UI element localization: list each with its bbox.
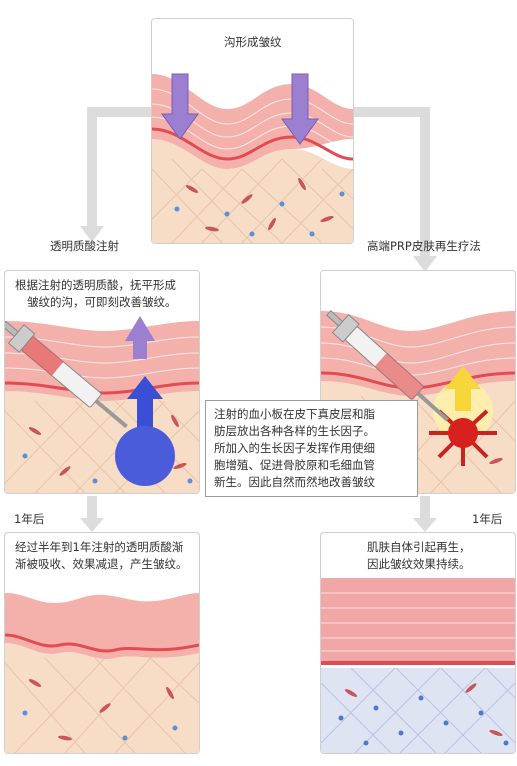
prp-explanation-box: 注射的血小板在皮下真皮层和脂 肪层放出各种各样的生长因子。 所加入的生长因子发挥…	[205, 400, 418, 497]
time-label-left: 1年后	[14, 512, 45, 526]
panel-text: 肌肤自体引起再生， 因此皱纹效果持续。	[367, 540, 471, 571]
label-hyaluronic-injection: 透明质酸注射	[50, 239, 119, 253]
panel-wrinkle-formation: 沟形成皱纹	[151, 18, 354, 244]
panel-hyaluronic-after: 经过半年到1年注射的透明质酸渐 渐被吸收、效果减退，产生皱纹。	[4, 532, 200, 754]
panel-text: 根据注射的透明质酸，抚平形成 皱纹的沟，可即刻改善皱纹。	[15, 278, 177, 309]
label-prp-therapy: 高端PRP皮肤再生疗法	[367, 239, 481, 253]
panel-prp-after: 肌肤自体引起再生， 因此皱纹效果持续。	[320, 532, 516, 754]
time-label-right: 1年后	[472, 512, 503, 526]
panel-title: 沟形成皱纹	[224, 35, 282, 49]
panel-text: 经过半年到1年注射的透明质酸渐 渐被吸收、效果减退，产生皱纹。	[15, 540, 188, 571]
panel-hyaluronic-immediate: 根据注射的透明质酸，抚平形成 皱纹的沟，可即刻改善皱纹。	[4, 270, 200, 494]
